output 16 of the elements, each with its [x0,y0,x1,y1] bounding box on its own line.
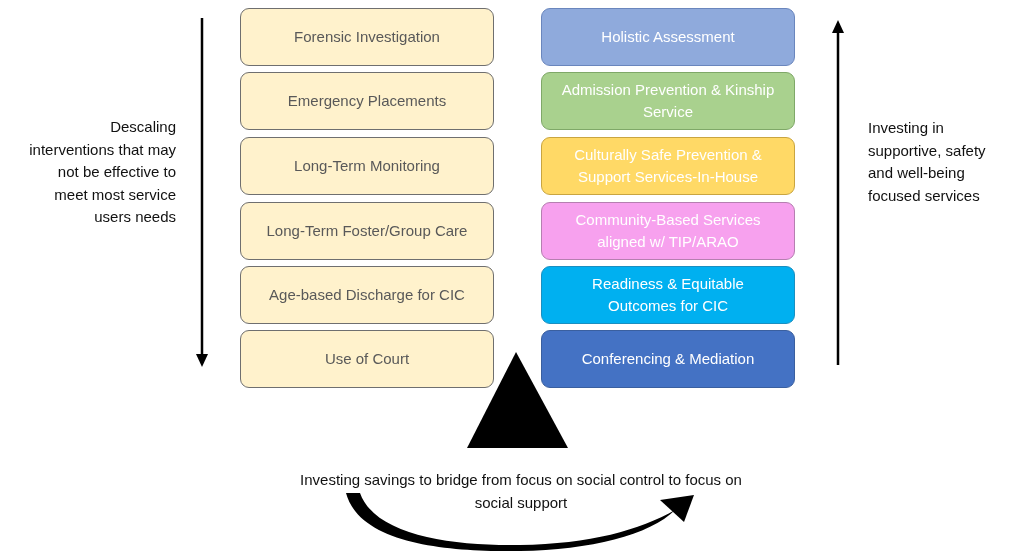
service-box: Community-Based Services aligned w/ TIP/ARAO [541,202,795,260]
intervention-box: Use of Court [240,330,494,388]
service-box: Admission Prevention & Kinship Service [541,72,795,130]
service-box: Readiness & Equitable Outcomes for CIC [541,266,795,324]
caption-text: Investing savings to bridge from focus on social control to focus on social support [299,470,743,513]
intervention-box: Age-based Discharge for CIC [240,266,494,324]
fulcrum-triangle [467,352,568,448]
intervention-box: Emergency Placements [240,72,494,130]
service-box: Conferencing & Mediation [541,330,795,388]
service-box: Culturally Safe Prevention & Support Services-In-House [541,137,795,195]
intervention-box: Forensic Investigation [240,8,494,66]
intervention-box: Long-Term Foster/Group Care [240,202,494,260]
service-box: Holistic Assessment [541,8,795,66]
intervention-box: Long-Term Monitoring [240,137,494,195]
side-note: Descaling interventions that may not be effective to meet most service users needs [28,117,176,227]
side-note: Investing in supportive, safety and well-being focused services [868,118,987,206]
